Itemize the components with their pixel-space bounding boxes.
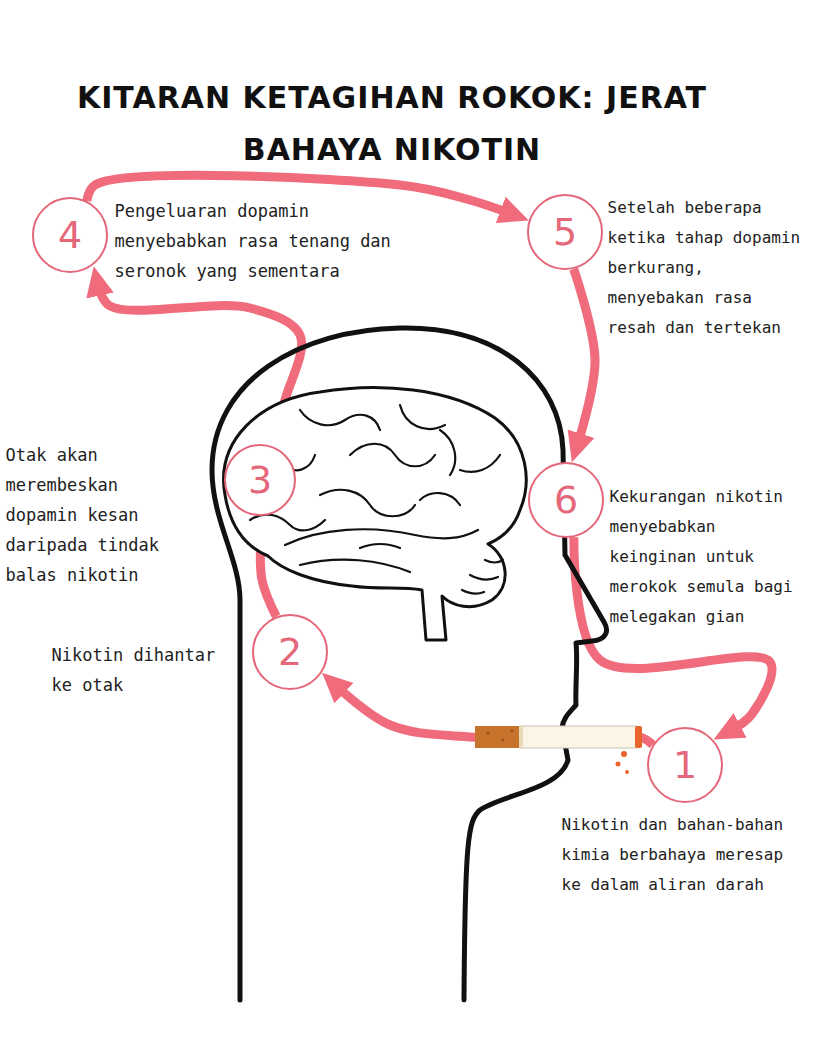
cigarette-band [519, 726, 523, 748]
step-circle: 1Nikotin dan bahan-bahan kimia berbahaya… [647, 727, 723, 803]
step-description: Setelah beberapa ketika tahap dopamin be… [608, 193, 806, 343]
ash-dot [625, 770, 629, 774]
step-circle: 5Setelah beberapa ketika tahap dopamin b… [527, 194, 603, 270]
filter-speck [487, 732, 490, 735]
cigarette-body [520, 726, 637, 748]
step-number: 4 [58, 216, 82, 254]
step-description: Pengeluaran dopamin menyebabkan rasa ten… [115, 196, 410, 286]
cigarette-filter [475, 726, 522, 748]
cigarette-ember [635, 726, 642, 748]
step-number: 3 [248, 461, 272, 499]
brain-outline [224, 388, 527, 640]
step-description: Nikotin dihantar ke otak [52, 640, 224, 700]
step-description: Kekurangan nikotin menyebabkan keinginan… [610, 482, 806, 632]
step-circle: 2Nikotin dihantar ke otak [252, 614, 328, 690]
step-description: Otak akan merembeskan dopamin kesan dari… [6, 440, 176, 590]
step-number: 6 [554, 481, 578, 519]
diagram-title: KITARAN KETAGIHAN ROKOK: JERAT BAHAYA NI… [62, 72, 722, 176]
cycle-arrow [574, 269, 595, 445]
step-circle: 6Kekurangan nikotin menyebabkan keingina… [528, 462, 604, 538]
ash-dot [621, 751, 627, 757]
filter-speck [511, 730, 514, 733]
step-circle: 3Otak akan merembeskan dopamin kesan dar… [224, 444, 296, 516]
step-circle: 4Pengeluaran dopamin menyebabkan rasa te… [32, 197, 108, 273]
step-number: 1 [673, 746, 697, 784]
step-description: Nikotin dan bahan-bahan kimia berbahaya … [562, 810, 798, 900]
step-number: 2 [278, 633, 302, 671]
step-number: 5 [553, 213, 577, 251]
ash-dot [616, 762, 621, 767]
head-outline [212, 328, 607, 1000]
filter-speck [502, 739, 505, 742]
